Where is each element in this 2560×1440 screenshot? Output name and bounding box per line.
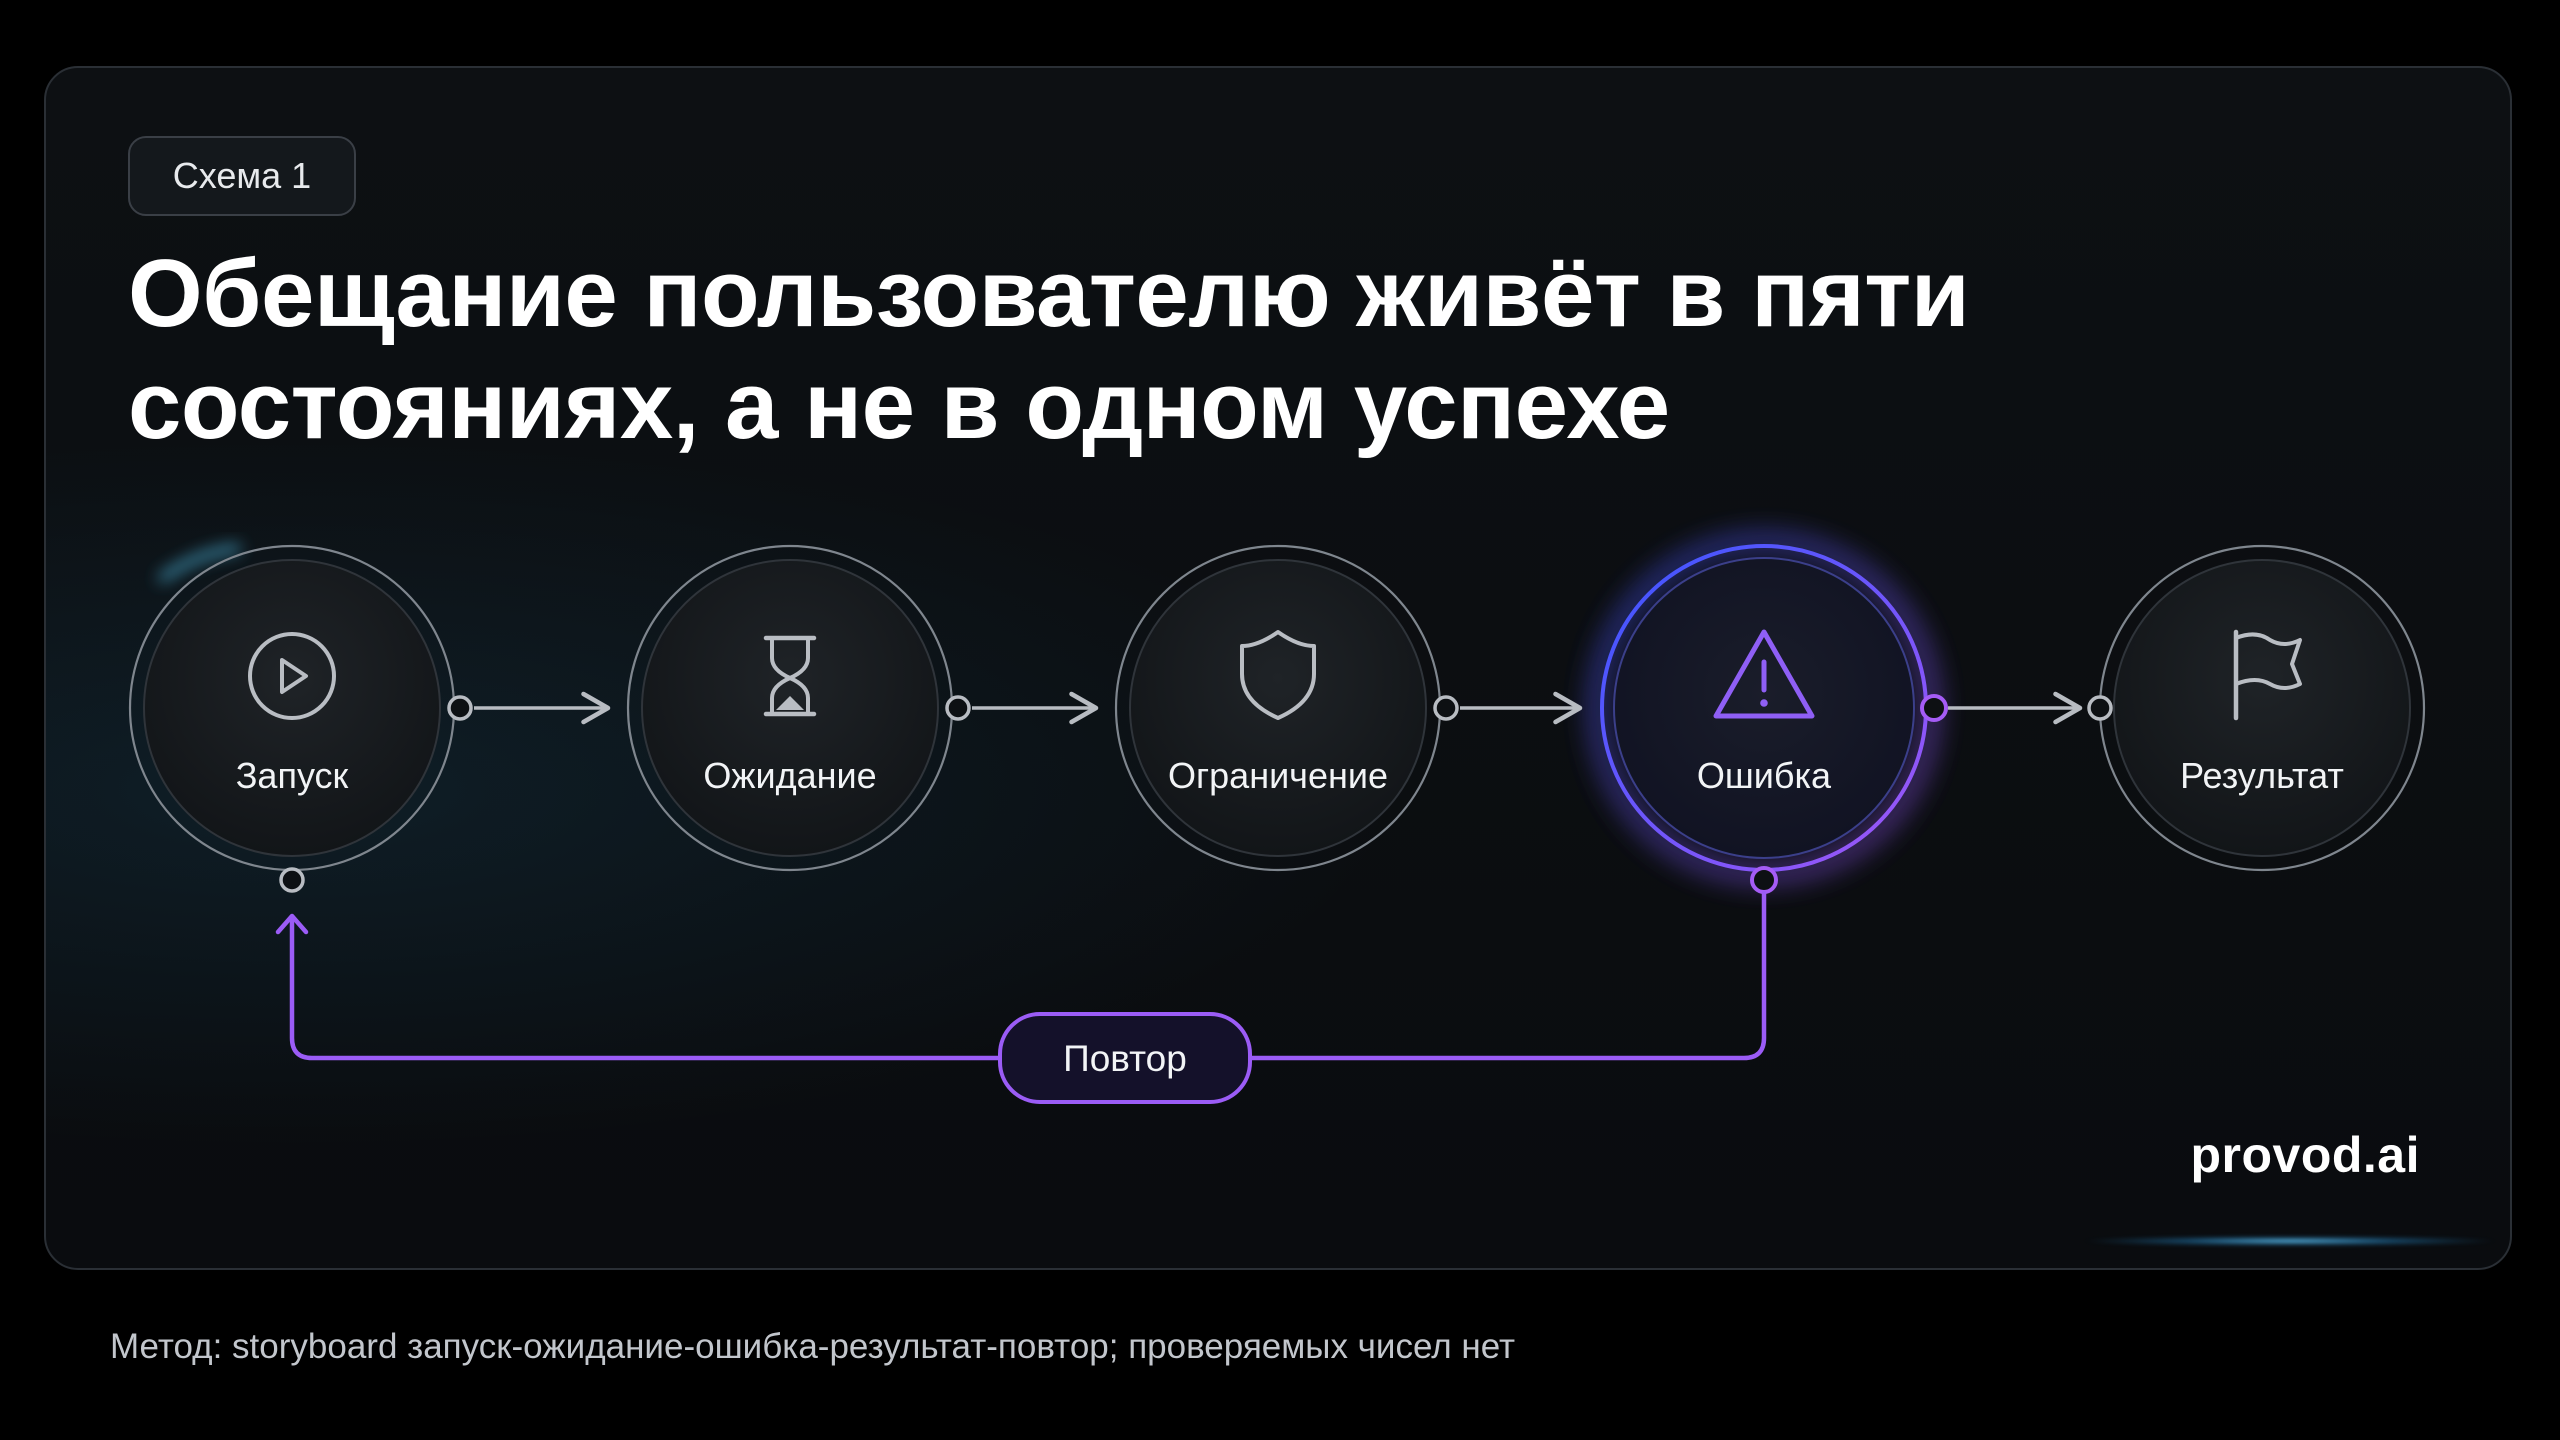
method-footnote: Метод: storyboard запуск-ожидание-ошибка… (110, 1327, 1516, 1366)
shield-icon (1240, 630, 1316, 720)
node-waiting: Ожидание (626, 544, 954, 872)
hourglass-icon (763, 635, 817, 717)
node-limit: Ограничение (1114, 544, 1442, 872)
node-error: Ошибка (1593, 537, 1935, 879)
connector-limit-error (1433, 691, 1583, 725)
play-icon (248, 632, 336, 720)
warning-icon (1713, 629, 1815, 719)
page-title: Обещание пользователю живёт в пяти состо… (128, 240, 1970, 459)
scheme-badge: Схема 1 (128, 136, 356, 216)
retry-badge: Повтор (998, 1012, 1252, 1104)
node-label-limit: Ограничение (1168, 755, 1388, 796)
flag-icon (2233, 629, 2302, 721)
brand-logo: provod.ai (2190, 1127, 2420, 1183)
node-launch: Запуск (128, 544, 456, 872)
node-result: Результат (2098, 544, 2426, 872)
node-label-waiting: Ожидание (703, 755, 876, 796)
node-label-error: Ошибка (1697, 755, 1832, 796)
retry-label: Повтор (1063, 1038, 1187, 1079)
connector-error-result (1920, 691, 2113, 725)
connector-launch-waiting (447, 691, 611, 725)
bottom-glow-accent (2080, 1236, 2500, 1246)
connector-waiting-limit (945, 691, 1099, 725)
retry-loop: Повтор (275, 866, 1778, 1104)
node-label-result: Результат (2180, 755, 2344, 796)
node-label-launch: Запуск (236, 755, 349, 796)
